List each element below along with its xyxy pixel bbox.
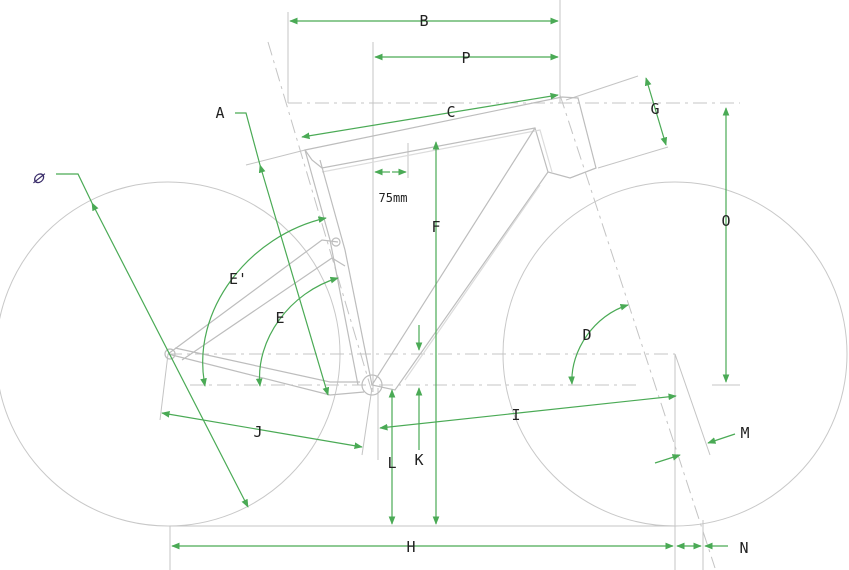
- label-g: G: [650, 100, 659, 118]
- label-m: M: [740, 424, 749, 442]
- angle-e: [255, 276, 339, 387]
- seat-stay: [167, 239, 346, 361]
- dim-c: [301, 92, 559, 140]
- top-tube: [303, 96, 597, 179]
- dim-a-leader: [235, 112, 261, 166]
- dim-a: [258, 164, 330, 396]
- top-tube-inner: [321, 129, 553, 173]
- label-n: N: [739, 539, 748, 557]
- angle-d: [568, 303, 629, 385]
- label-k: K: [414, 451, 423, 469]
- label-a: A: [215, 104, 224, 122]
- label-o: O: [721, 212, 730, 230]
- down-tube: [371, 127, 549, 391]
- angle-e-prime: [200, 216, 327, 387]
- dim-phi-leader: [56, 173, 93, 204]
- label-d: D: [582, 326, 591, 344]
- label-h: H: [406, 538, 415, 556]
- label-f: F: [431, 218, 440, 236]
- label-e: E: [275, 309, 284, 327]
- bottom-bracket: [361, 374, 383, 396]
- label-e-prime: E': [229, 270, 247, 288]
- label-b: B: [419, 12, 428, 30]
- dim-g: [644, 77, 668, 146]
- label-75mm: 75mm: [379, 191, 408, 205]
- seat-stay-bolt: [331, 237, 341, 247]
- dim-m-lower: [654, 454, 681, 464]
- label-p: P: [461, 49, 470, 67]
- fork-crown: [569, 167, 597, 179]
- dim-i: [379, 393, 677, 431]
- dim-phi: [91, 202, 249, 508]
- label-wheel-diameter: ⌀: [32, 166, 45, 188]
- measurement-lines: [56, 17, 736, 550]
- chain-stay: [167, 347, 365, 396]
- label-j: J: [253, 423, 262, 441]
- label-c: C: [446, 103, 455, 121]
- label-l: L: [387, 454, 396, 472]
- bike-frame: [164, 96, 597, 396]
- down-tube-inner: [404, 184, 541, 381]
- label-i: I: [511, 406, 520, 424]
- dim-m: [707, 433, 736, 444]
